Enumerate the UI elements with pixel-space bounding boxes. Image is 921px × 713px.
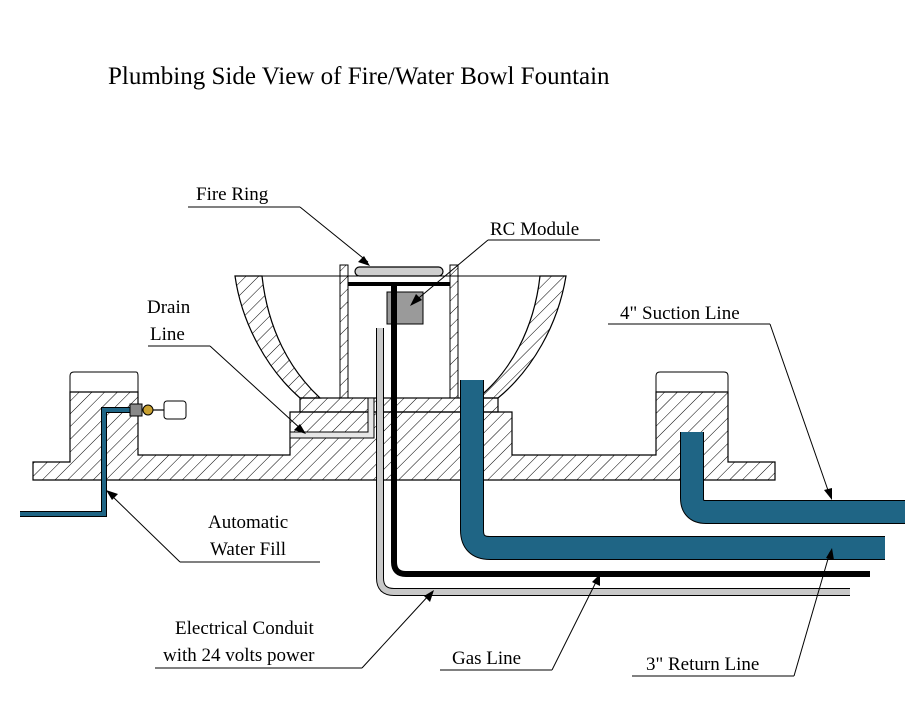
label-drain-line-2: Line (150, 324, 185, 345)
label-rc-module: RC Module (490, 219, 579, 240)
fire-housing-left (339, 264, 349, 399)
label-drain-line-1: Drain (147, 297, 191, 318)
label-auto-fill-1: Automatic (208, 512, 288, 533)
electrical-conduit (377, 328, 850, 595)
bowl-right-wall (476, 275, 567, 399)
leader-rc-module (410, 239, 600, 306)
label-conduit-1: Electrical Conduit (175, 618, 314, 639)
fire-housing-right (449, 264, 459, 399)
label-suction-line: 4" Suction Line (620, 303, 740, 324)
label-return-line: 3" Return Line (646, 654, 759, 675)
leader-suction-line (608, 323, 832, 500)
diagram-title: Plumbing Side View of Fire/Water Bowl Fo… (108, 63, 610, 90)
fill-valve-brass (142, 404, 154, 416)
fill-valve-body (129, 403, 143, 417)
bowl-left-wall (234, 275, 322, 399)
leader-conduit (155, 590, 434, 669)
basin-base (32, 391, 776, 481)
label-fire-ring: Fire Ring (196, 184, 269, 205)
leader-fire-ring (188, 206, 370, 266)
label-gas-line: Gas Line (452, 648, 521, 669)
basin-left-cap (69, 371, 139, 393)
float-bulb (163, 400, 187, 420)
gas-line (391, 284, 870, 577)
leader-water-fill (106, 490, 320, 563)
water-fill-line (20, 408, 130, 516)
basin-right-cap (655, 371, 729, 393)
drain-line (289, 397, 375, 439)
label-auto-fill-2: Water Fill (210, 539, 286, 560)
return-line (461, 380, 885, 559)
leader-drain-line (148, 345, 306, 434)
label-conduit-2: with 24 volts power (163, 645, 315, 666)
suction-line (681, 432, 905, 523)
fire-ring (354, 266, 444, 277)
leader-gas-line (440, 574, 600, 671)
leader-return-line (632, 548, 834, 677)
